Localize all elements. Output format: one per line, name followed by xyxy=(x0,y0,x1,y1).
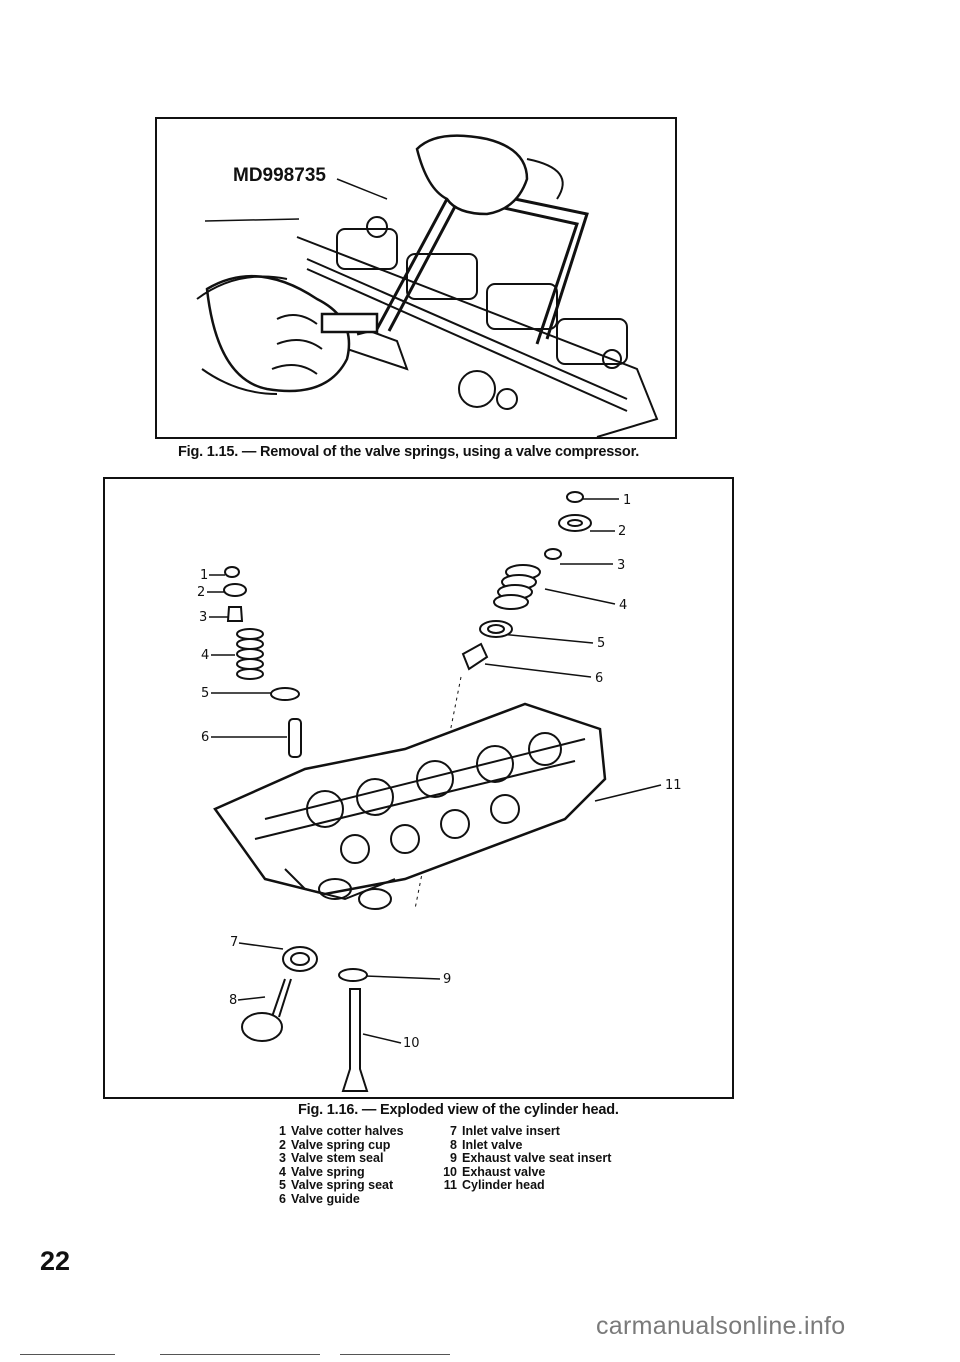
left-callout-6: 6 xyxy=(201,730,209,745)
legend-left-column: 1 Valve cotter halves 2 Valve spring cup 3… xyxy=(270,1124,404,1207)
legend-item: 7 Inlet valve insert xyxy=(441,1124,611,1139)
left-callout-2: 2 xyxy=(197,585,205,600)
left-callout-1: 1 xyxy=(200,568,208,583)
figure-1-15-caption: Fig. 1.15. — Removal of the valve spring… xyxy=(178,444,640,460)
legend-item: 4 Valve spring xyxy=(270,1164,404,1180)
figure-exploded-cylinder-head: 1 2 3 4 5 6 xyxy=(103,477,734,1099)
legend-text: Exhaust valve xyxy=(462,1164,546,1179)
legend-number: 1 xyxy=(279,1124,286,1138)
legend-text: Valve spring xyxy=(291,1164,365,1179)
legend-number: 11 xyxy=(443,1178,457,1193)
legend-text: Valve spring seat xyxy=(291,1178,394,1193)
legend-item: 10 Exhaust valve xyxy=(441,1164,611,1180)
left-callout-4: 4 xyxy=(201,648,209,663)
legend-number: 4 xyxy=(279,1164,286,1179)
page-number: 22 xyxy=(40,1246,71,1276)
legend-text: Valve guide xyxy=(291,1191,360,1206)
right-callout-1: 1 xyxy=(623,493,631,508)
legend-item: 2 Valve spring cup xyxy=(270,1137,404,1153)
legend-number: 10 xyxy=(443,1164,457,1179)
legend-item: 6 Valve guide xyxy=(270,1191,404,1207)
callout-7: 7 xyxy=(230,935,238,950)
watermark-link[interactable]: carmanualsonline.info xyxy=(596,1312,846,1340)
legend-text: Cylinder head xyxy=(462,1178,545,1193)
exploded-view-illustration: 1 2 3 4 5 6 xyxy=(197,491,682,1092)
tool-label: MD998735 xyxy=(233,165,326,186)
legend-text: Valve stem seal xyxy=(291,1151,384,1166)
legend-text: Inlet valve xyxy=(462,1137,523,1152)
callout-11: 11 xyxy=(665,778,682,793)
legend-number: 3 xyxy=(279,1151,286,1166)
legend-item: 11 Cylinder head xyxy=(441,1179,611,1193)
legend-item: 8 Inlet valve xyxy=(441,1137,611,1153)
right-callout-5: 5 xyxy=(597,636,605,651)
legend-text: Valve spring cup xyxy=(291,1137,391,1152)
legend-text: Exhaust valve seat insert xyxy=(462,1151,612,1166)
legend-number: 5 xyxy=(279,1178,286,1193)
right-callout-4: 4 xyxy=(619,598,627,613)
left-callout-3: 3 xyxy=(199,610,207,625)
legend-text: Valve cotter halves xyxy=(291,1124,404,1138)
valve-compressor-illustration: MD998735 xyxy=(196,134,659,437)
left-callouts: 1 2 3 4 5 6 xyxy=(197,568,209,745)
footer-rule xyxy=(340,1354,450,1355)
legend-number: 9 xyxy=(450,1151,457,1166)
legend-item: 9 Exhaust valve seat insert xyxy=(441,1151,612,1166)
legend-number: 2 xyxy=(279,1137,286,1152)
legend-number: 6 xyxy=(279,1191,286,1206)
legend-number: 8 xyxy=(450,1137,457,1152)
legend-item: 3 Valve stem seal xyxy=(270,1151,404,1166)
legend-item: 5 Valve spring seat xyxy=(270,1179,404,1193)
callout-9: 9 xyxy=(443,972,451,987)
callout-8: 8 xyxy=(229,993,237,1008)
left-callout-5: 5 xyxy=(201,686,209,701)
legend-number: 7 xyxy=(450,1124,457,1138)
legend-item: 1 Valve cotter halves xyxy=(270,1124,404,1139)
figure-1-16-caption: Fig. 1.16. — Exploded view of the cylind… xyxy=(298,1102,619,1118)
footer-rule xyxy=(20,1354,115,1355)
right-callout-3: 3 xyxy=(617,558,625,573)
right-callouts: 1 2 3 4 5 6 xyxy=(595,493,631,686)
figure-valve-compressor: MD998735 xyxy=(155,117,677,439)
callout-10: 10 xyxy=(403,1036,420,1051)
right-callout-2: 2 xyxy=(618,524,626,539)
footer-rule xyxy=(160,1354,320,1355)
legend-text: Inlet valve insert xyxy=(462,1124,560,1138)
right-callout-6: 6 xyxy=(595,671,603,686)
